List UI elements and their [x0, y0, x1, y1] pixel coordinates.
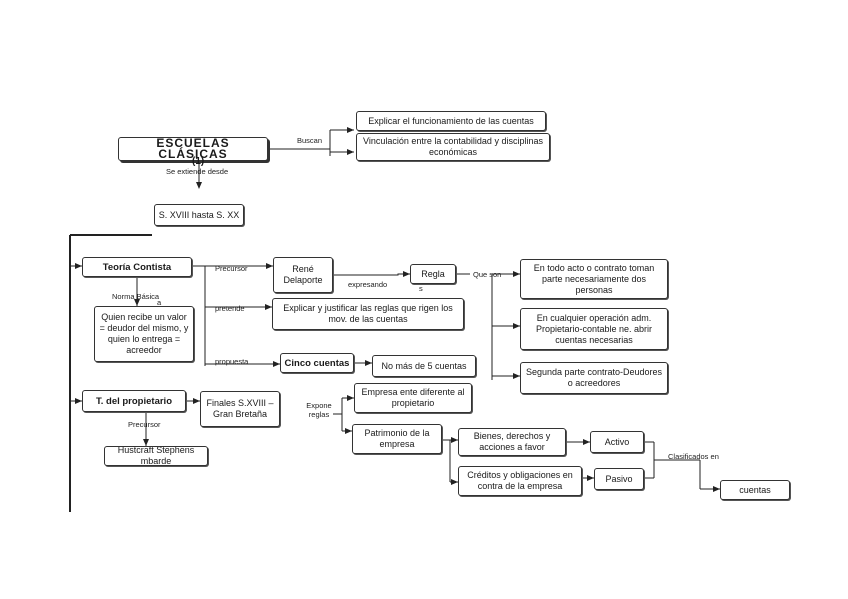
node-patrimonio-text: Patrimonio de la empresa	[364, 428, 430, 449]
node-regla: Regla	[410, 264, 456, 284]
node-patrimonio: Patrimonio de la empresa	[352, 424, 442, 454]
label-buscan: Buscan	[297, 136, 323, 145]
node-cuentas: cuentas	[720, 480, 790, 500]
node-teoria-contista: Teoría Contista	[82, 257, 192, 277]
label-precursor-1: Precursor	[215, 264, 248, 273]
node-siglo: S. XVIII hasta S. XX	[154, 204, 244, 226]
node-activo: Activo	[590, 431, 644, 453]
node-vinculacion: Vinculación entre la contabilidad y disc…	[356, 133, 550, 161]
node-cualquier: En cualquier operación adm. Propietario-…	[520, 308, 668, 350]
node-cualquier-text: En cualquier operación adm. Propietario-…	[535, 312, 653, 345]
title-text: ESCUELAS CLÁSICAS	[156, 137, 230, 161]
node-cuentas-text: cuentas	[739, 484, 771, 495]
node-cinco-cuentas: Cinco cuentas	[280, 353, 354, 373]
label-propuesta: propuesta	[215, 357, 249, 366]
node-activo-text: Activo	[604, 436, 630, 447]
node-empresa-ente: Empresa ente diferente al propietario	[354, 383, 472, 413]
node-creditos: Créditos y obligaciones en contra de la …	[458, 466, 582, 496]
node-no-mas: No más de 5 cuentas	[372, 355, 476, 377]
node-explicar-justificar-text: Explicar y justificar las reglas que rig…	[283, 303, 453, 324]
node-quien-recibe: Quien recibe un valor = deudor del mismo…	[94, 306, 194, 362]
node-bienes-text: Bienes, derechos y acciones a favor	[473, 431, 551, 452]
node-hustcraft-text: Hustcraft Stephens mbarde	[117, 446, 195, 466]
node-segunda-parte: Segunda parte contrato-Deudores o acreed…	[520, 362, 668, 394]
node-explicar-text: Explicar el funcionamiento de las cuenta…	[368, 115, 534, 126]
label-precursor-2: Precursor	[128, 420, 161, 429]
node-empresa-ente-text: Empresa ente diferente al propietario	[361, 387, 465, 408]
title-node: ESCUELAS CLÁSICAS	[118, 137, 268, 161]
label-que-son: Que son	[473, 270, 502, 279]
node-explicar: Explicar el funcionamiento de las cuenta…	[356, 111, 546, 131]
node-vinculacion-text: Vinculación entre la contabilidad y disc…	[363, 136, 543, 157]
node-pasivo: Pasivo	[594, 468, 644, 490]
node-regla-text: Regla	[421, 268, 445, 279]
label-expone-reglas-text: Expone reglas	[306, 401, 332, 419]
node-todo-acto: En todo acto o contrato toman parte nece…	[520, 259, 668, 299]
node-no-mas-text: No más de 5 cuentas	[381, 360, 467, 371]
label-se-extiende: Se extiende desde	[166, 167, 229, 176]
node-explicar-justificar: Explicar y justificar las reglas que rig…	[272, 298, 464, 330]
node-rene: René Delaporte	[273, 257, 333, 293]
label-norma-basica-tail: a	[157, 298, 162, 307]
node-creditos-text: Créditos y obligaciones en contra de la …	[467, 470, 573, 491]
node-todo-acto-text: En todo acto o contrato toman parte nece…	[533, 262, 655, 295]
label-pretende: pretende	[215, 304, 245, 313]
node-hustcraft: Hustcraft Stephens mbarde	[104, 446, 208, 466]
node-finales: Finales S.XVIII –Gran Bretaña	[200, 391, 280, 427]
node-teoria-text: Teoría Contista	[102, 261, 172, 273]
node-siglo-text: S. XVIII hasta S. XX	[158, 209, 240, 220]
node-quien-recibe-text: Quien recibe un valor = deudor del mismo…	[99, 312, 189, 355]
node-cinco-cuentas-text: Cinco cuentas	[284, 357, 350, 369]
node-regla-tail: s	[419, 284, 423, 293]
label-norma-basica: Norma Básica	[112, 292, 160, 301]
label-expresando: expresando	[348, 280, 388, 289]
node-propietario-text: T. del propietario	[95, 395, 172, 407]
node-pasivo-text: Pasivo	[605, 473, 633, 484]
node-segunda-text: Segunda parte contrato-Deudores o acreed…	[525, 367, 663, 388]
node-finales-text: Finales S.XVIII –Gran Bretaña	[206, 398, 274, 419]
label-clasificados: Clasificados en	[668, 452, 719, 461]
node-rene-text: René Delaporte	[283, 264, 323, 285]
title-marker: (1)	[192, 156, 205, 167]
node-bienes: Bienes, derechos y acciones a favor	[458, 428, 566, 456]
label-expone-reglas: Expone reglas	[302, 401, 336, 419]
node-propietario: T. del propietario	[82, 390, 186, 412]
